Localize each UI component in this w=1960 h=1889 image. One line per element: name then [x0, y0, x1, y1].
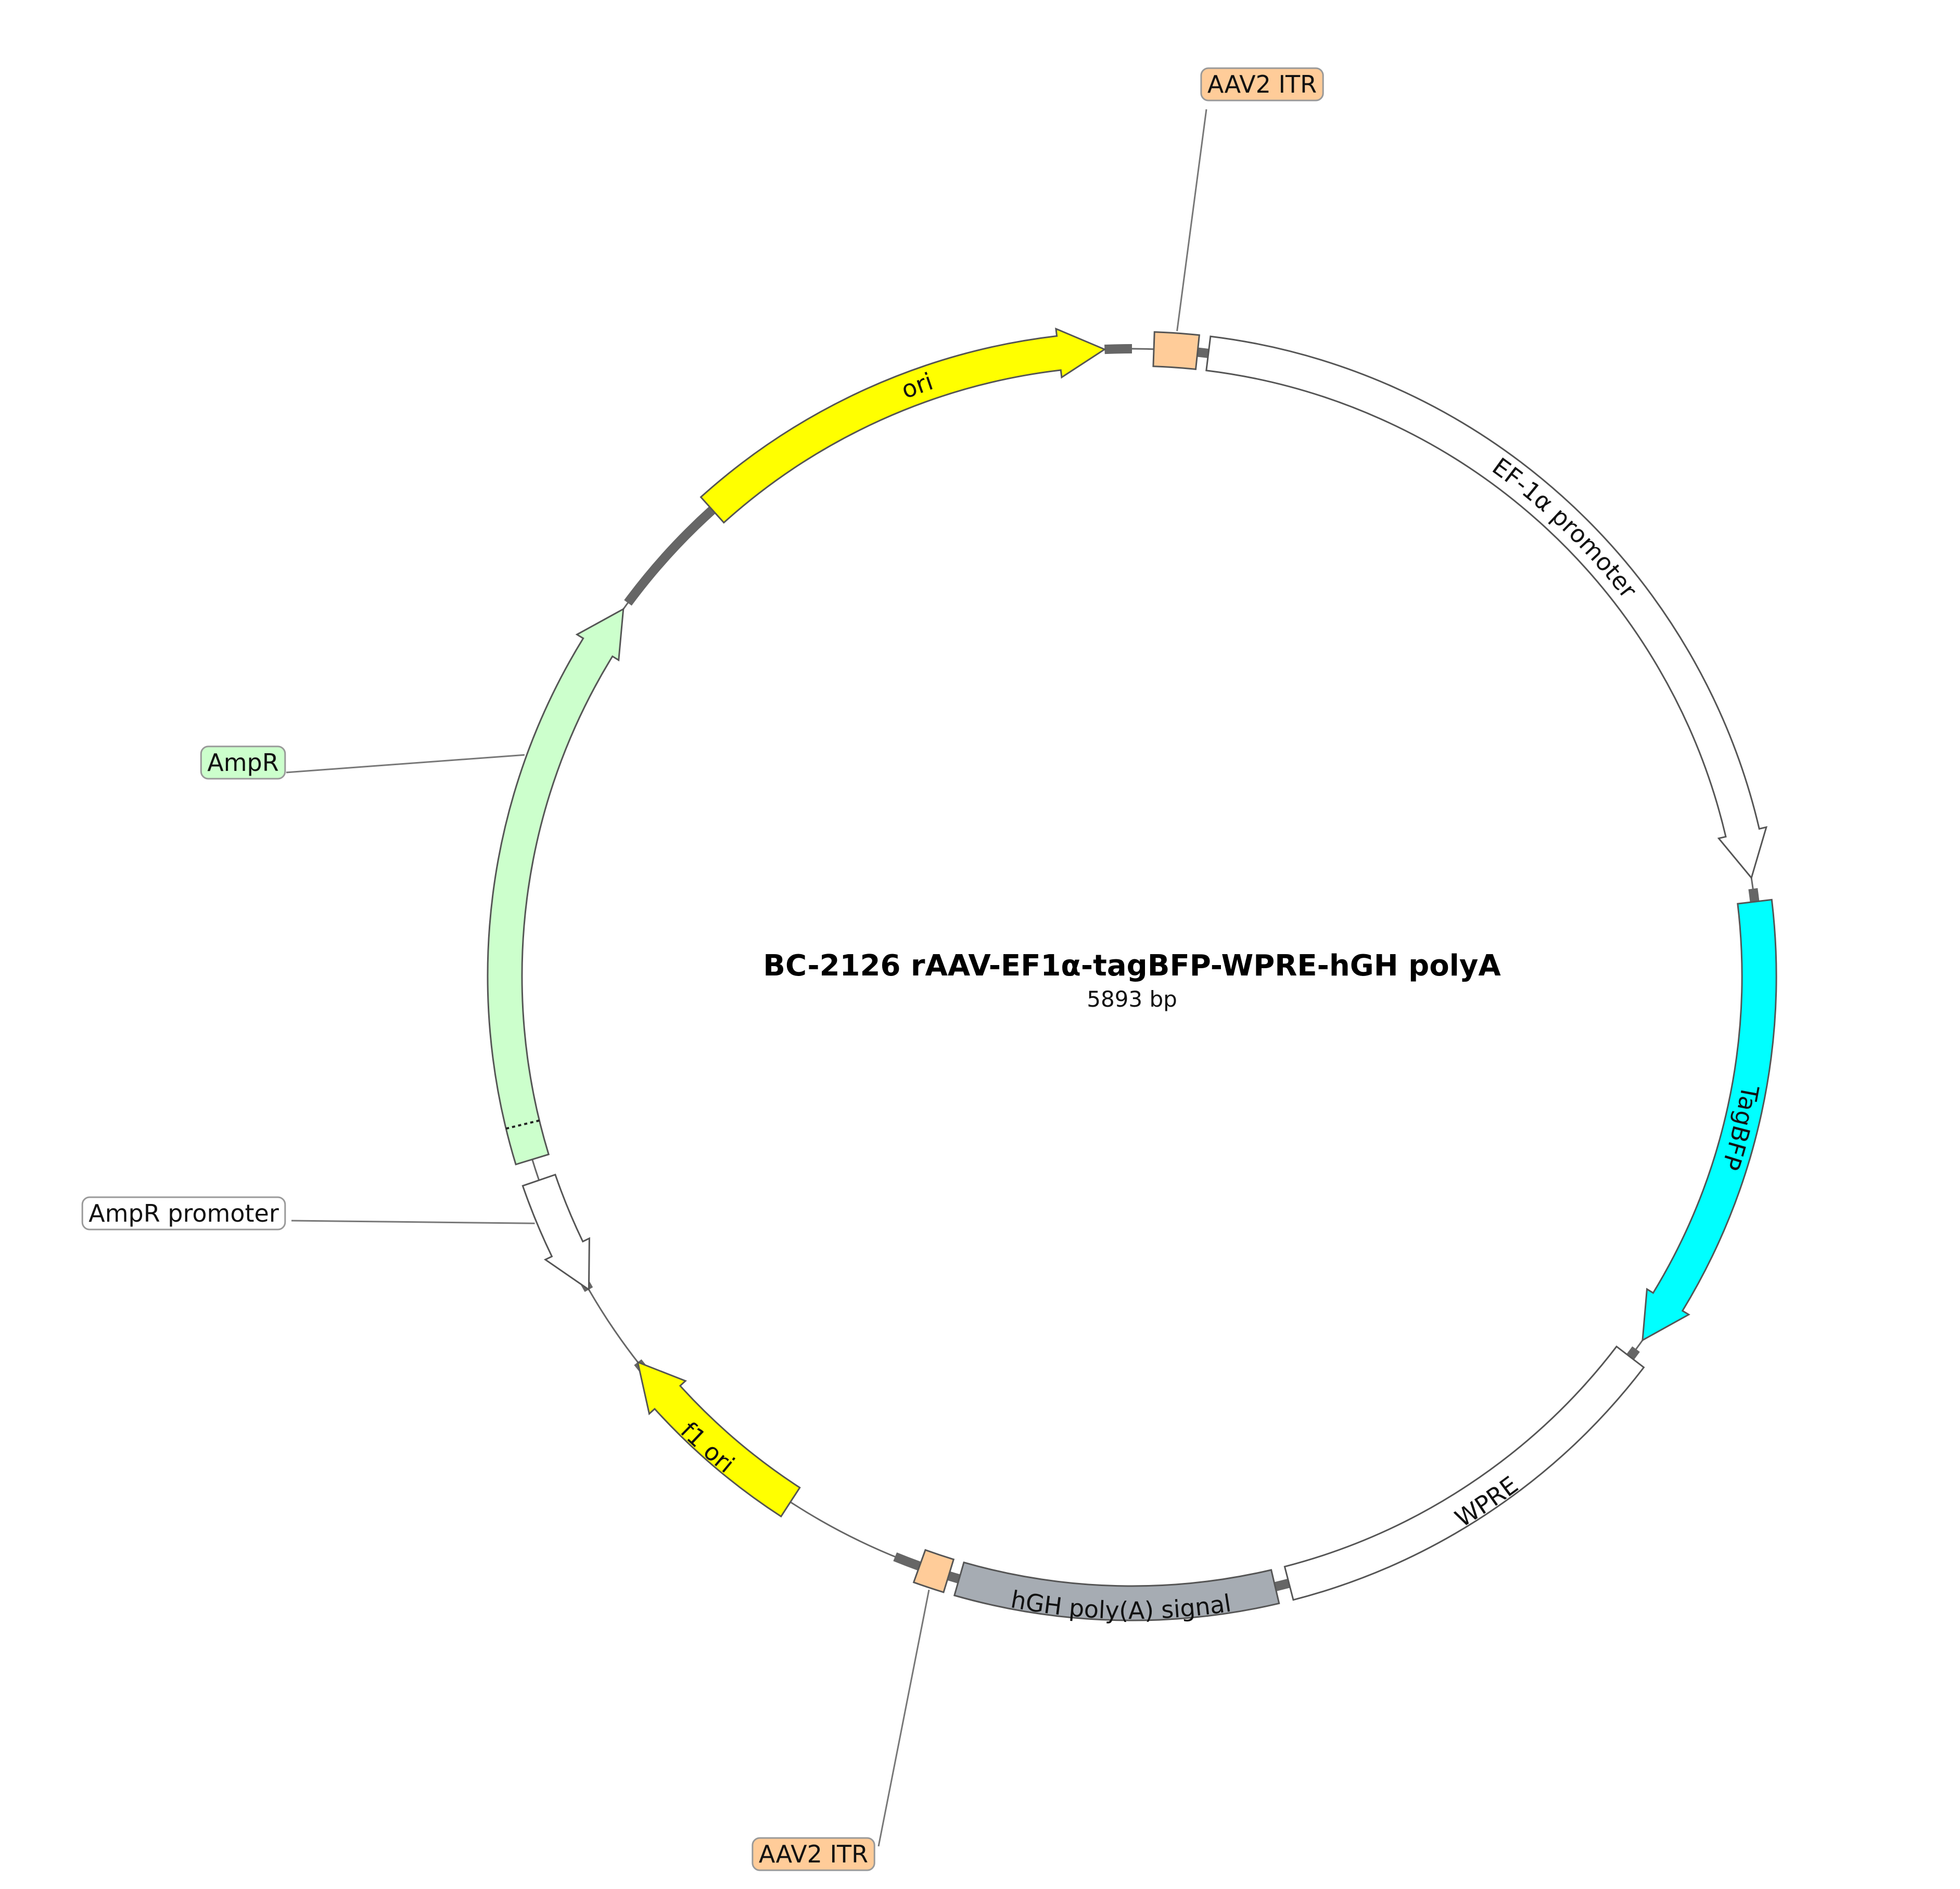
- feature-wpre: WPRE: [1283, 1345, 1645, 1601]
- ampr-promoter-label: AmpR promoter: [88, 1199, 279, 1227]
- callout-layer: AAV2 ITR AAV2 ITR AmpR promoter AmpR: [81, 67, 1324, 1871]
- feature-hgh-polya: hGH poly(A) signal: [953, 1561, 1280, 1625]
- ampr-label: AmpR: [207, 749, 278, 777]
- plasmid-size: 5893 bp: [1087, 986, 1177, 1012]
- ori-shape: [699, 327, 1106, 524]
- feature-ef1a-promoter: EF-1α promoter: [1205, 335, 1768, 880]
- plasmid-title: BC-2126 rAAV-EF1α-tagBFP-WPRE-hGH polyA: [763, 949, 1501, 983]
- backbone-segment: [893, 1552, 921, 1571]
- wpre-shape: [1283, 1345, 1645, 1601]
- backbone-segment: [947, 1571, 961, 1583]
- backbone-segment: [1626, 1346, 1640, 1360]
- ef1a-promoter-label: EF-1α promoter: [1487, 452, 1643, 604]
- itr-bottom-leader-line: [877, 1589, 930, 1847]
- itr-bottom-callout: AAV2 ITR: [752, 1837, 875, 1871]
- feature-ampr-promoter: [521, 1173, 590, 1291]
- ampr-promoter-callout: AmpR promoter: [81, 1196, 286, 1231]
- itr-bottom-shape: [912, 1549, 955, 1593]
- itr-top-shape: [1152, 331, 1201, 371]
- backbone-segment: [1274, 1578, 1290, 1591]
- itr-bottom-label: AAV2 ITR: [759, 1840, 868, 1868]
- feature-tagbfp: TagBFP: [1641, 898, 1777, 1342]
- backbone-segment: [1748, 888, 1760, 903]
- tagbfp-shape: [1641, 898, 1777, 1342]
- f1-ori-shape: [637, 1361, 801, 1518]
- ampr-promoter-shape: [521, 1173, 590, 1291]
- feature-ampr: [487, 607, 625, 1165]
- feature-f1-ori: f1 ori: [637, 1361, 801, 1518]
- itr-top-callout: AAV2 ITR: [1200, 67, 1324, 102]
- center-label: BC-2126 rAAV-EF1α-tagBFP-WPRE-hGH polyA …: [763, 949, 1501, 1012]
- backbone-segment: [1197, 347, 1210, 358]
- itr-top-leader-line: [1176, 109, 1207, 332]
- ampr-leader-line: [286, 754, 525, 774]
- hgh-polya-shape: [953, 1561, 1280, 1621]
- ef1a-promoter-shape: [1205, 335, 1768, 880]
- ampr-shape: [487, 607, 625, 1165]
- feature-ori: ori: [699, 327, 1106, 524]
- ampr-callout: AmpR: [200, 745, 286, 780]
- backbone-segment: [624, 506, 716, 606]
- itr-top-label: AAV2 ITR: [1207, 70, 1317, 98]
- feature-itr-top: [1152, 331, 1201, 371]
- ampr-promoter-leader-line: [291, 1220, 535, 1224]
- feature-itr-bottom: [912, 1549, 955, 1593]
